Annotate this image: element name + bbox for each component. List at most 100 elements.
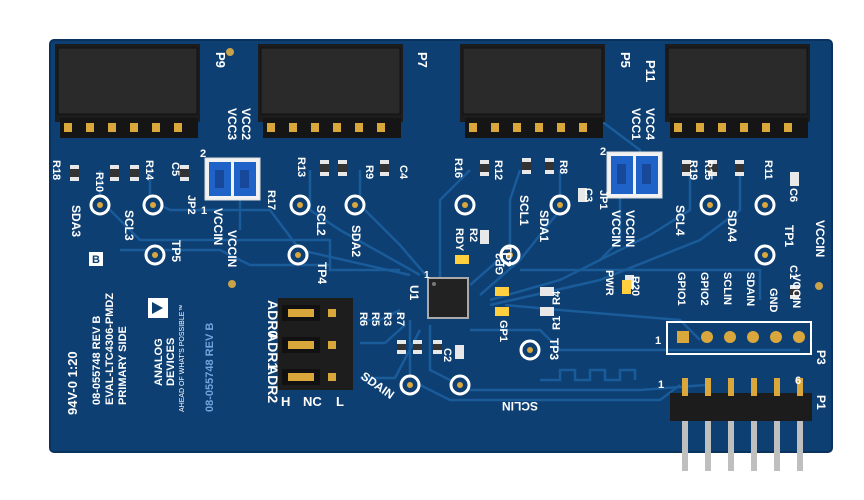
analog-devices-logo xyxy=(148,298,168,318)
logo-line1: ANALOG xyxy=(153,338,165,386)
adr1-label: ADR1 xyxy=(265,332,281,370)
resistor-label-r9: R9 xyxy=(363,165,375,179)
connector-label-p9: P9 xyxy=(213,52,228,68)
tp1-label: TP1 xyxy=(782,225,796,247)
rev-letter: B xyxy=(92,254,100,266)
resistor-label-r11: R11 xyxy=(762,160,774,180)
resistor-label-r2: R2 xyxy=(467,228,479,242)
rdy-label: RDY xyxy=(453,228,465,252)
sda4-label: SDA4 xyxy=(725,210,739,242)
p3-label: P3 xyxy=(814,350,828,365)
board-rev-label: 08-055748 REV B xyxy=(91,316,103,405)
tp2-label: TP2 xyxy=(500,245,514,267)
resistor-label-r13: R13 xyxy=(295,157,307,177)
cap-label-c2: C2 xyxy=(441,348,453,362)
resistor-label-r1: R1 xyxy=(551,316,563,330)
board-rev-blue: 08-055748 REV B xyxy=(204,323,216,412)
connector-label-p5: P5 xyxy=(618,52,633,68)
resistor-label-r5: R5 xyxy=(369,312,381,326)
pwr-label: PWR xyxy=(603,270,615,296)
p1-label: P1 xyxy=(814,395,828,410)
vccin-label-a: VCCIN xyxy=(211,208,225,245)
logo-line2: DEVICES xyxy=(165,338,177,386)
vccin-label-d: VCCIN xyxy=(623,210,637,247)
resistor-label-r19: R19 xyxy=(687,160,699,180)
resistor-label-r20: R20 xyxy=(629,276,641,296)
vccin-label-c: VCCIN xyxy=(609,210,623,247)
p3-pin-gpio1: GPIO1 xyxy=(675,272,687,306)
rev-letter-box xyxy=(89,252,103,266)
sda3-label: SDA3 xyxy=(69,205,83,237)
vcc2-label: VCC2 xyxy=(239,108,253,140)
resistor-label-r6: R6 xyxy=(357,312,369,326)
resistor-label-r17: R17 xyxy=(265,190,277,210)
vcc1-label: VCC1 xyxy=(629,108,643,140)
jp2-label: JP2 xyxy=(185,195,197,215)
resistor-label-r3: R3 xyxy=(381,312,393,326)
cap-label-c1: C1 xyxy=(787,265,799,279)
jp2-pin2: 2 xyxy=(200,148,206,160)
tp4-label: TP4 xyxy=(315,262,329,284)
chip-pin1: 1 xyxy=(424,270,430,281)
scl4-label: SCL4 xyxy=(673,205,687,236)
p3-pin-sdain: SDAIN xyxy=(744,272,756,306)
p3-pin1-label: 1 xyxy=(655,335,661,347)
jumper-jp2 xyxy=(204,157,261,201)
connector-p11 xyxy=(665,44,810,138)
resistor-label-r8: R8 xyxy=(557,160,569,174)
mounting-hole xyxy=(226,48,234,56)
vcc3-label: VCC3 xyxy=(225,108,239,140)
connector-p5 xyxy=(460,44,605,138)
connector-p7 xyxy=(258,44,403,138)
u1-label: U1 xyxy=(407,285,421,301)
test-point-centers xyxy=(97,202,768,388)
p3-pin-gnd: GND xyxy=(767,288,779,313)
resistor-label-r10: R10 xyxy=(93,172,105,192)
connector-label-p11: P11 xyxy=(643,60,658,82)
p3-pin-gpio2: GPIO2 xyxy=(698,272,710,306)
h-label: H xyxy=(281,394,290,409)
mounting-hole xyxy=(228,280,236,288)
cap-label-c3: C3 xyxy=(582,188,594,202)
header-p3-pads xyxy=(677,331,805,343)
jp2-pin1: 1 xyxy=(201,205,207,217)
tp3-label: TP3 xyxy=(547,338,561,360)
jp1-pin2: 2 xyxy=(600,146,606,158)
smd-components xyxy=(70,158,799,359)
resistor-label-r16: R16 xyxy=(452,158,464,178)
header-p1 xyxy=(670,378,812,471)
sda2-label: SDA2 xyxy=(349,225,363,257)
cap-label-c5: C5 xyxy=(169,162,181,176)
logo-tagline: AHEAD OF WHAT'S POSSIBLE™ xyxy=(179,305,186,412)
p3-pin-sclin: SCLIN xyxy=(721,272,733,305)
resistor-label-r12: R12 xyxy=(492,160,504,180)
nc-label: NC xyxy=(303,394,322,409)
resistor-label-r4: R4 xyxy=(551,290,563,305)
connector-p9 xyxy=(55,44,200,138)
jp1-label: JP1 xyxy=(597,190,609,210)
board-side-label: PRIMARY SIDE xyxy=(117,326,129,405)
scl1-label: SCL1 xyxy=(517,195,531,226)
resistor-label-r15: R15 xyxy=(702,160,714,180)
resistor-label-r7: R7 xyxy=(394,312,406,326)
l-label: L xyxy=(336,394,344,409)
gp2-label: GP2 xyxy=(494,253,506,275)
tp5-label: TP5 xyxy=(169,240,183,262)
board-name-label: EVAL-LTC4306-PMDZ xyxy=(104,293,116,405)
scl2-label: SCL2 xyxy=(314,205,328,236)
vccin-label-e: VCCIN xyxy=(813,220,827,257)
connector-label-p7: P7 xyxy=(415,52,430,68)
jumper-jp1 xyxy=(606,151,663,199)
sclin-label: SCLIN xyxy=(502,399,538,413)
adr0-label: ADR0 xyxy=(265,300,281,338)
copper-traces xyxy=(98,119,800,402)
vcc4-label: VCC4 xyxy=(643,108,657,140)
resistor-label-r18: R18 xyxy=(50,160,62,180)
adr2-label: ADR2 xyxy=(265,365,281,403)
vccin-label-b: VCCIN xyxy=(225,230,239,267)
gp1-label: GP1 xyxy=(497,320,509,342)
mounting-hole xyxy=(815,282,823,290)
cap-label-c4: C4 xyxy=(397,165,409,180)
resistor-label-r14: R14 xyxy=(143,160,155,181)
